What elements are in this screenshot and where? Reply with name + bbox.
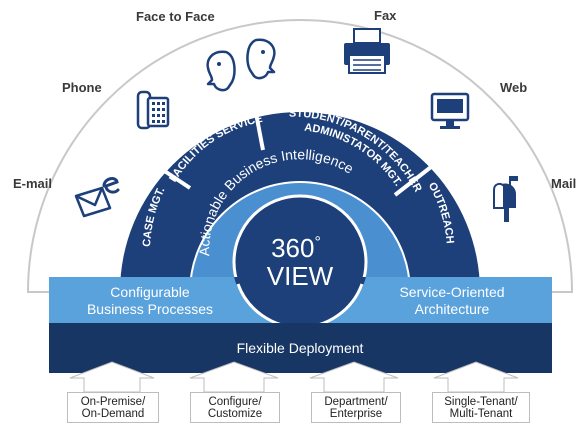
channel-fax: Fax xyxy=(374,8,397,23)
email-envelope-icon xyxy=(74,177,120,218)
segment-divider-facilities xyxy=(253,107,265,151)
channel-mail: Mail xyxy=(551,176,577,191)
center-circle-lower xyxy=(234,277,366,328)
band-right-line2: Architecture xyxy=(415,301,490,317)
face-to-face-icon xyxy=(206,38,276,92)
arrow-configure xyxy=(189,361,279,393)
option-department-line2: Enterprise xyxy=(329,407,383,420)
deployment-label: Flexible Deployment xyxy=(237,340,364,356)
segment-divider-student xyxy=(393,158,442,197)
center-degree: ° xyxy=(314,234,320,251)
phone-icon xyxy=(136,90,170,130)
option-department-line1: Department/ xyxy=(324,395,388,408)
web-monitor-icon xyxy=(430,92,470,129)
option-configure-line1: Configure/ xyxy=(208,395,262,408)
mailbox-icon xyxy=(493,176,518,222)
arrow-department xyxy=(309,361,399,393)
channel-web: Web xyxy=(500,80,528,95)
option-on-premise-line1: On-Premise/ xyxy=(80,395,146,408)
option-single-tenant: Single-Tenant/Multi-Tenant xyxy=(432,392,530,423)
center-360: 360° xyxy=(271,233,321,263)
fax-icon xyxy=(344,28,390,74)
band-right-line1: Service-Oriented xyxy=(399,284,504,300)
option-configure: Configure/Customize xyxy=(190,392,280,423)
channel-phone: Phone xyxy=(62,80,102,95)
center-360-number: 360 xyxy=(271,233,314,263)
segment-divider-case xyxy=(143,156,192,190)
channel-email: E-mail xyxy=(13,176,53,191)
arrow-on-premise xyxy=(69,361,155,393)
option-configure-line2: Customize xyxy=(207,407,263,420)
option-department: Department/Enterprise xyxy=(311,392,401,423)
band-left-line2: Business Processes xyxy=(87,301,213,317)
option-single-tenant-line1: Single-Tenant/ xyxy=(444,395,518,408)
channel-face-to-face: Face to Face xyxy=(136,9,215,24)
bottom-arrows xyxy=(69,361,519,393)
band-left-line1: Configurable xyxy=(110,284,190,300)
center-view: VIEW xyxy=(267,261,334,291)
option-on-premise: On-Premise/On-Demand xyxy=(67,392,159,423)
option-single-tenant-line2: Multi-Tenant xyxy=(449,407,513,420)
arrow-single-tenant xyxy=(433,361,519,393)
option-on-premise-line2: On-Demand xyxy=(81,407,145,420)
